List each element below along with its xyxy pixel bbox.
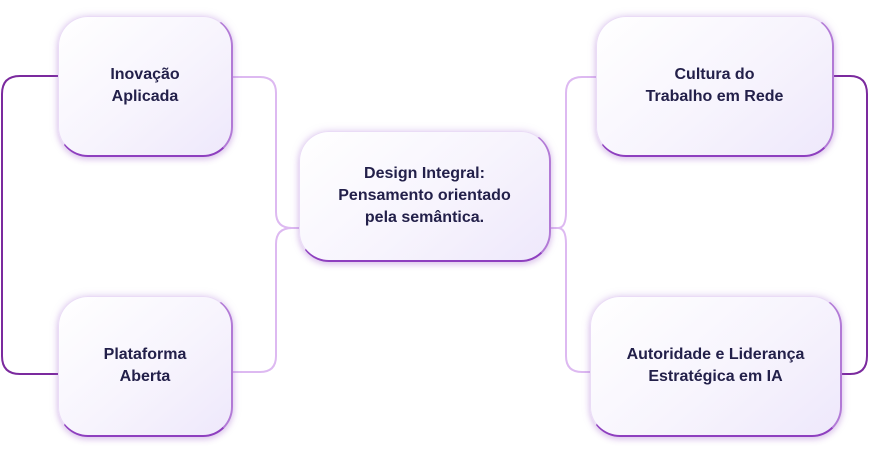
connector-innovation-center bbox=[233, 76, 299, 229]
node-culture-label: Cultura do Trabalho em Rede bbox=[645, 66, 784, 105]
node-authority: Autoridade e Liderança Estratégica em IA bbox=[590, 296, 842, 437]
node-culture: Cultura do Trabalho em Rede bbox=[596, 16, 834, 157]
node-center-label: Design Integral: Pensamento orientado pe… bbox=[338, 165, 511, 226]
connector-center-authority bbox=[557, 227, 590, 373]
node-innovation-label: Inovação Aplicada bbox=[110, 66, 180, 105]
node-authority-label: Autoridade e Liderança Estratégica em IA bbox=[626, 346, 805, 385]
node-innovation: Inovação Aplicada bbox=[58, 16, 233, 157]
node-platform: Plataforma Aberta bbox=[58, 296, 233, 437]
connector-platform-center bbox=[233, 227, 293, 373]
node-platform-label: Plataforma Aberta bbox=[103, 346, 187, 385]
connector-innovation-platform bbox=[1, 75, 58, 375]
connector-culture-authority bbox=[834, 75, 868, 375]
connector-center-culture bbox=[551, 76, 596, 229]
node-center: Design Integral: Pensamento orientado pe… bbox=[299, 131, 551, 262]
